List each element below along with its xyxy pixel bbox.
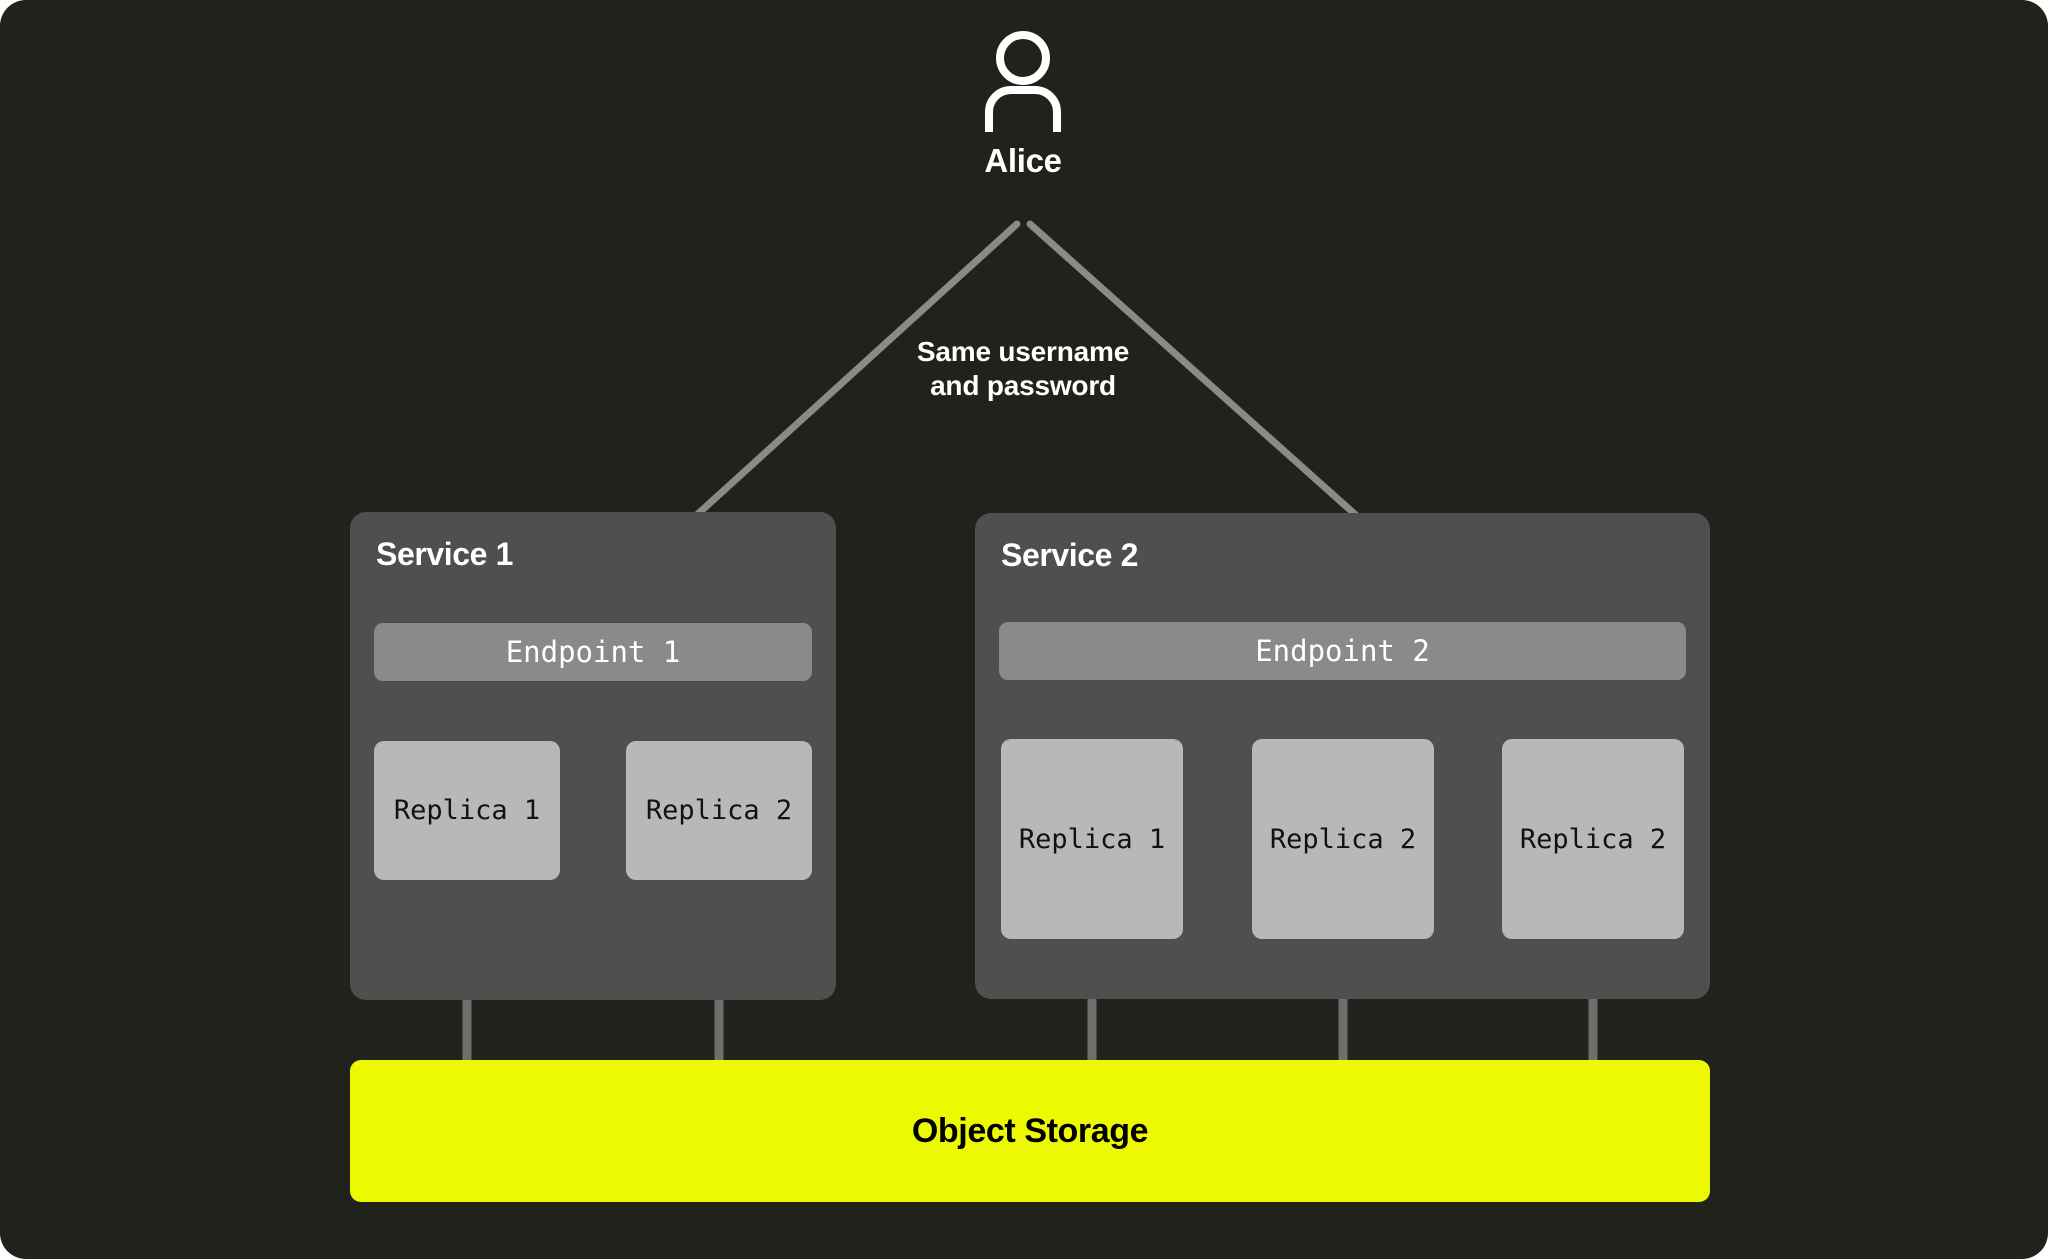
service-1-title: Service 1 [376,536,513,572]
endpoint-2-box[interactable]: Endpoint 2 [999,622,1686,680]
service-1-replica-1[interactable]: Replica 1 [374,741,560,880]
service-panel-2[interactable]: Service 2 Endpoint 2 Replica 1 Replica 2… [975,513,1710,999]
service-1-replica-2[interactable]: Replica 2 [626,741,812,880]
object-storage-bar[interactable]: Object Storage [350,1060,1710,1202]
service-2-replica-2[interactable]: Replica 2 [1252,739,1434,939]
actor-label: Alice [984,142,1062,179]
service-2-title: Service 2 [1001,537,1138,573]
actor-alice: Alice [933,28,1113,180]
edge-annotation: Same username and password [843,335,1203,403]
service-2-replica-1[interactable]: Replica 1 [1001,739,1183,939]
endpoint-1-box[interactable]: Endpoint 1 [374,623,812,681]
object-storage-label: Object Storage [911,1111,1149,1150]
edge-annotation-line-1: Same username [916,336,1130,367]
edge-annotation-line-2: and password [930,370,1116,402]
service-panel-1[interactable]: Service 1 Endpoint 1 Replica 1 Replica 2 [350,512,836,1000]
service-2-replica-3[interactable]: Replica 2 [1502,739,1684,939]
user-icon [985,31,1061,132]
